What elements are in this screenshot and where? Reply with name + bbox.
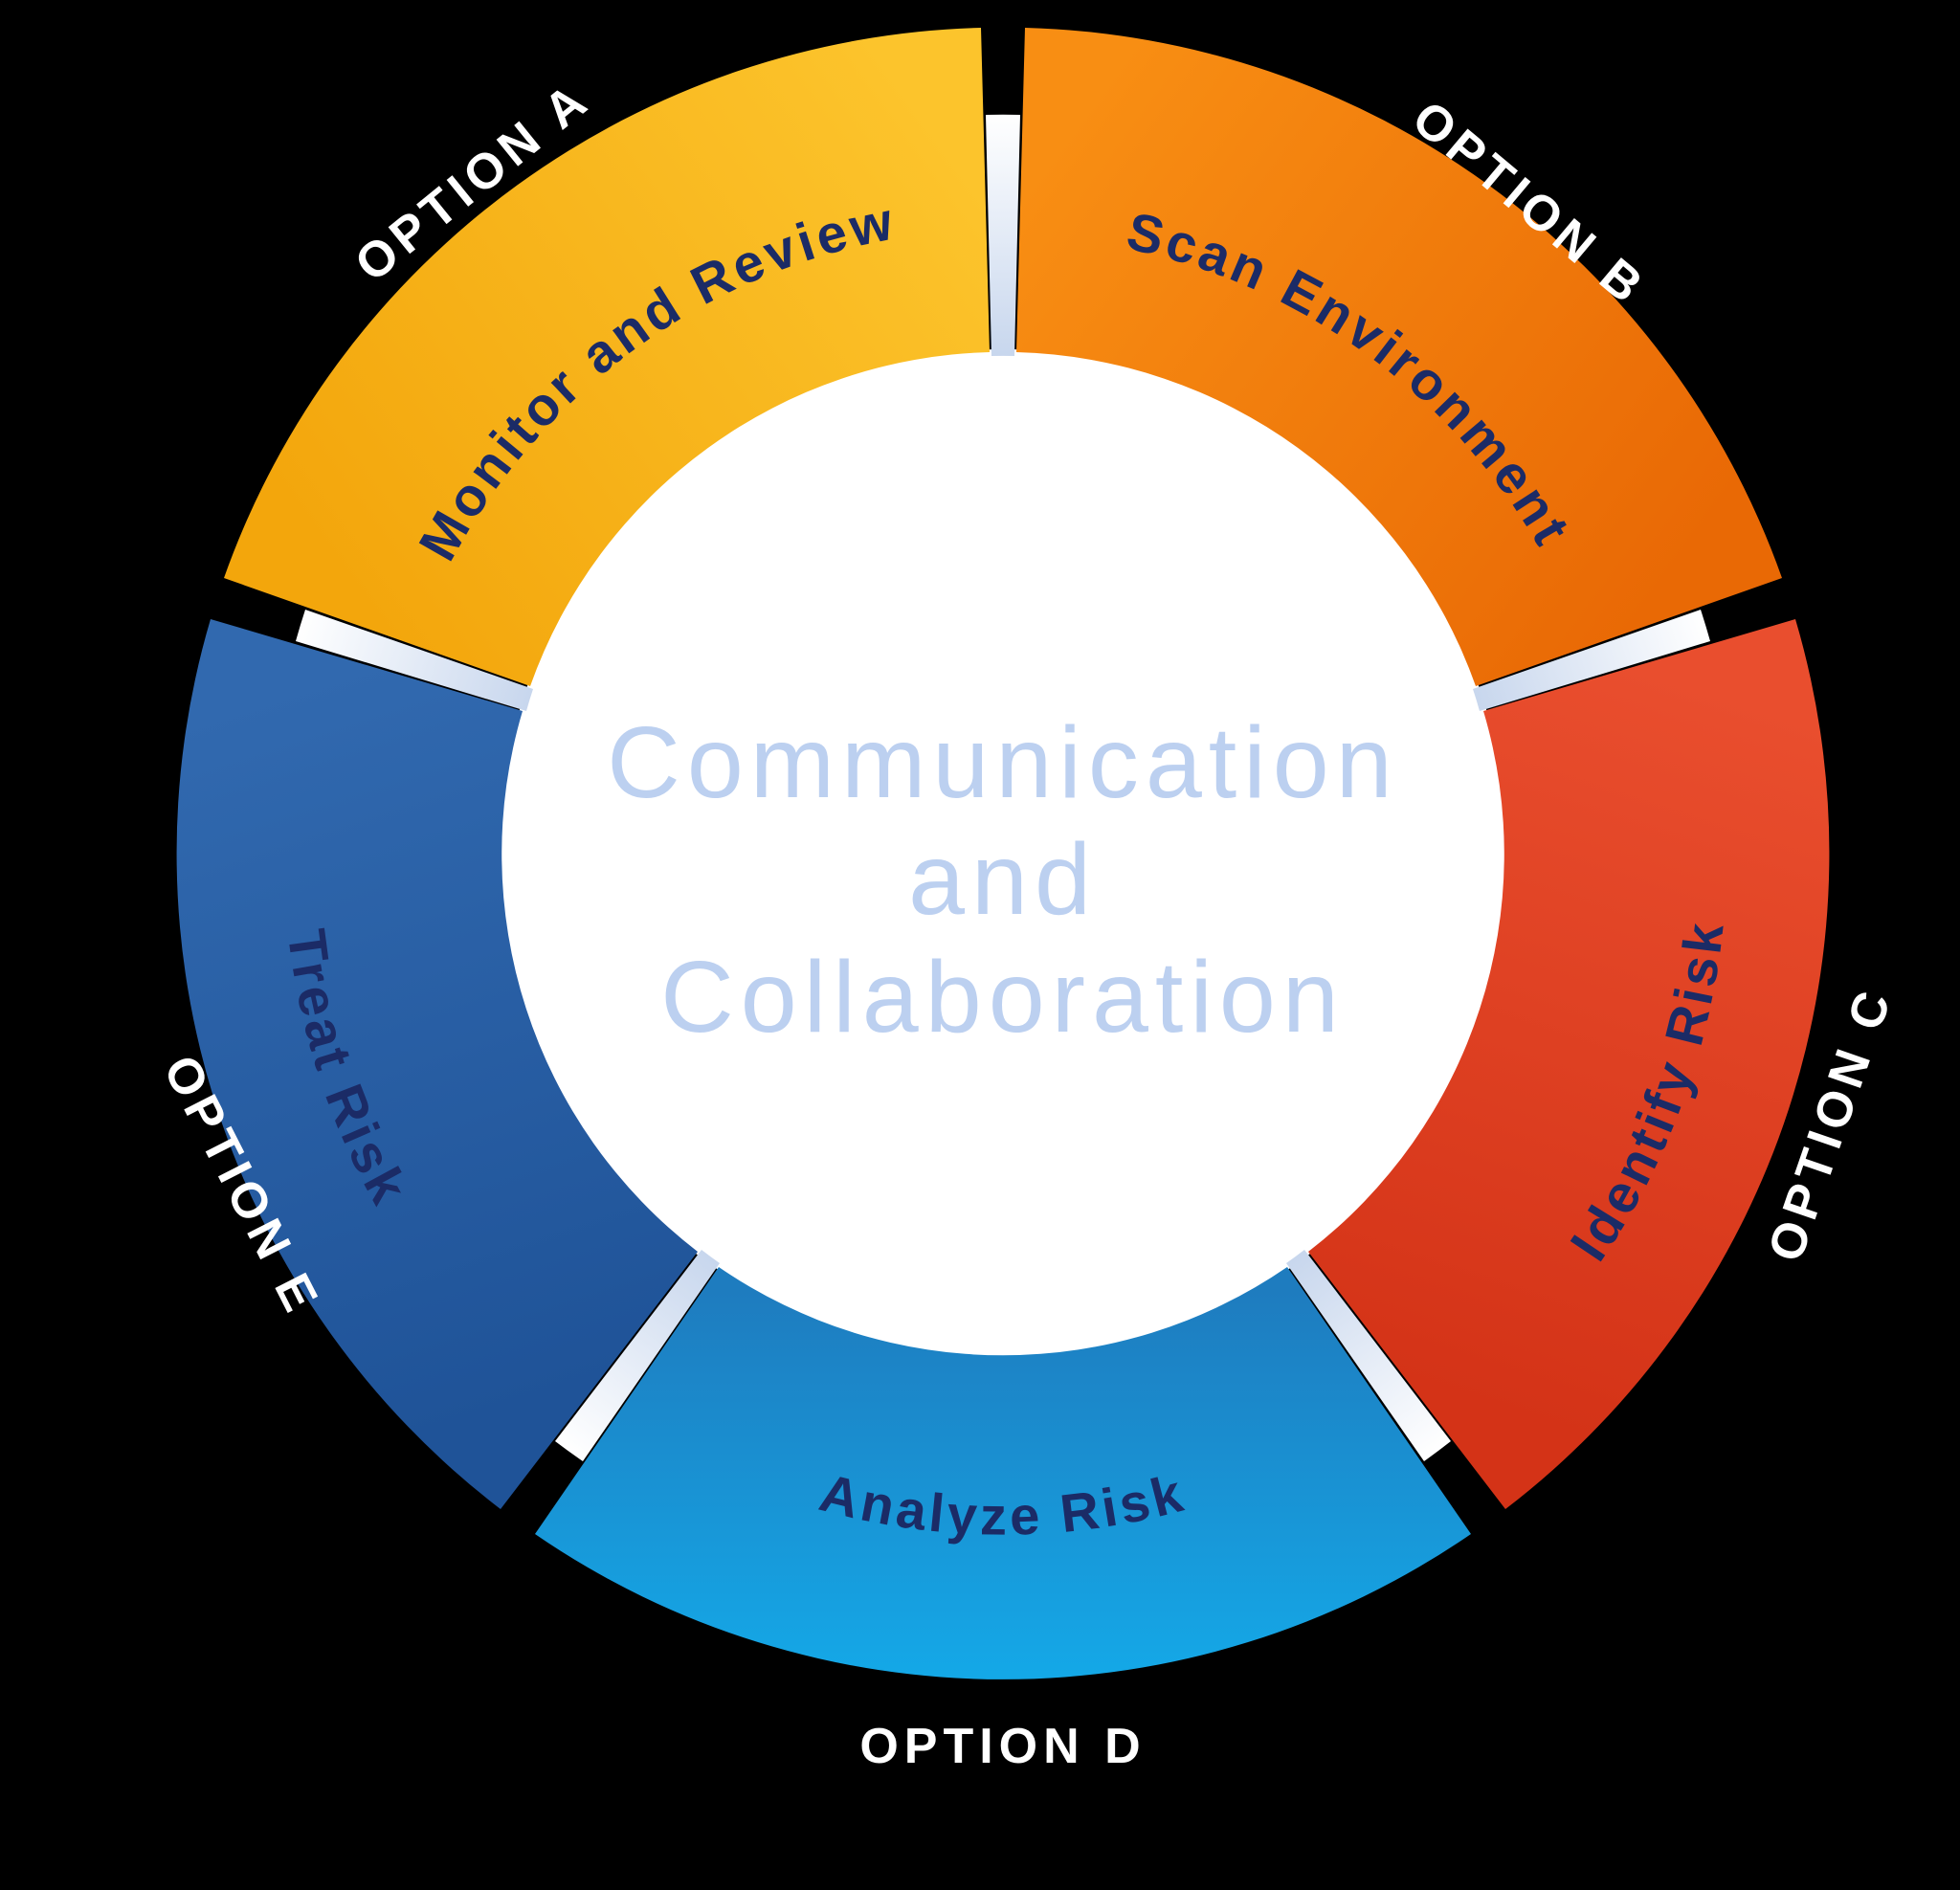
separator-upper-left	[296, 610, 533, 711]
separator-upper-right	[1473, 610, 1710, 711]
separator-lower-left	[555, 1250, 720, 1461]
center-text: Communication and Collaboration	[607, 706, 1398, 1054]
option-label-d[interactable]: OPTION D	[859, 1719, 1146, 1774]
segment-separators	[296, 114, 1710, 1461]
center-disk	[499, 349, 1507, 1358]
center-text-line3: Collaboration	[660, 941, 1346, 1054]
center-text-line2: and	[908, 823, 1098, 936]
segment-scan-environment[interactable]	[1016, 28, 1782, 686]
segment-monitor-and-review[interactable]	[224, 28, 990, 686]
center-text-line1: Communication	[607, 706, 1398, 819]
segment-identify-risk[interactable]	[1308, 619, 1830, 1509]
segment-treat-risk[interactable]	[176, 619, 699, 1509]
segment-analyze-risk[interactable]	[535, 1267, 1471, 1679]
separator-top	[986, 114, 1020, 356]
ring-segments	[176, 28, 1830, 1679]
separator-lower-right	[1286, 1250, 1451, 1461]
